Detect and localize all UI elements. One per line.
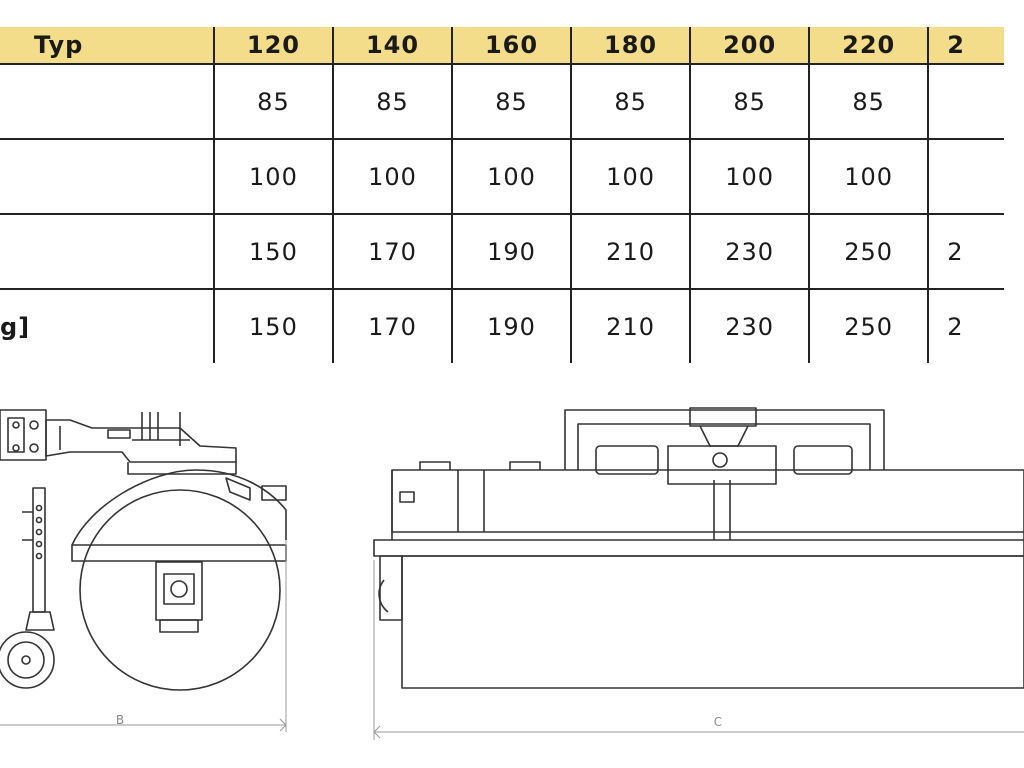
table-header-row: Typ 120 140 160 180 200 220 2 <box>0 27 1004 65</box>
table-cell: 100 <box>808 139 929 215</box>
table-cell <box>927 64 1004 140</box>
table-cell: 190 <box>451 289 572 363</box>
header-cell: 160 <box>451 27 572 65</box>
table-row: 150 170 190 210 230 250 2 <box>0 214 1004 290</box>
table-cell: 250 <box>808 289 929 363</box>
table-cell: 85 <box>689 64 810 140</box>
table-cell: 100 <box>331 139 453 215</box>
header-cell: 180 <box>570 27 691 65</box>
dimension-label-b: B <box>116 713 124 727</box>
table-cell: 210 <box>570 289 691 363</box>
table-cell: 85 <box>331 64 453 140</box>
table-cell: 85 <box>451 64 572 140</box>
table-row: 85 85 85 85 85 85 <box>0 64 1004 140</box>
table-cell: 170 <box>331 289 453 363</box>
table-cell: 170 <box>331 214 453 290</box>
table-cell: 250 <box>808 214 929 290</box>
side-view-drawing <box>0 409 287 732</box>
header-cell: 2 <box>927 27 1004 65</box>
spec-table: Typ 120 140 160 180 200 220 2 85 85 85 8… <box>0 27 1004 363</box>
table-cell: 150 <box>212 214 333 290</box>
table-cell: 100 <box>451 139 572 215</box>
table-cell: 85 <box>212 64 333 140</box>
header-cell: 140 <box>331 27 453 65</box>
table-cell <box>927 139 1004 215</box>
table-cell: 100 <box>570 139 691 215</box>
table-cell: 2 <box>927 214 1004 290</box>
table-cell: 85 <box>570 64 691 140</box>
header-cell: 200 <box>689 27 810 65</box>
row-label <box>0 64 214 140</box>
row-label <box>0 214 214 290</box>
table-row: g] 150 170 190 210 230 250 2 <box>0 289 1004 363</box>
table-cell: 100 <box>212 139 333 215</box>
row-label <box>0 139 214 215</box>
table-cell: 2 <box>927 289 1004 363</box>
header-cell: 120 <box>212 27 333 65</box>
table-cell: 150 <box>212 289 333 363</box>
table-cell: 230 <box>689 214 810 290</box>
table-cell: 190 <box>451 214 572 290</box>
header-cell-typ: Typ <box>0 27 214 65</box>
table-cell: 210 <box>570 214 691 290</box>
row-label: g] <box>0 312 31 341</box>
dimension-label-c: C <box>714 715 722 729</box>
table-cell: 230 <box>689 289 810 363</box>
table-cell: 85 <box>808 64 929 140</box>
header-cell: 220 <box>808 27 929 65</box>
technical-drawings: B C <box>0 407 1024 740</box>
table-cell: 100 <box>689 139 810 215</box>
front-view-drawing <box>373 407 1024 740</box>
table-row: 100 100 100 100 100 100 <box>0 139 1004 215</box>
